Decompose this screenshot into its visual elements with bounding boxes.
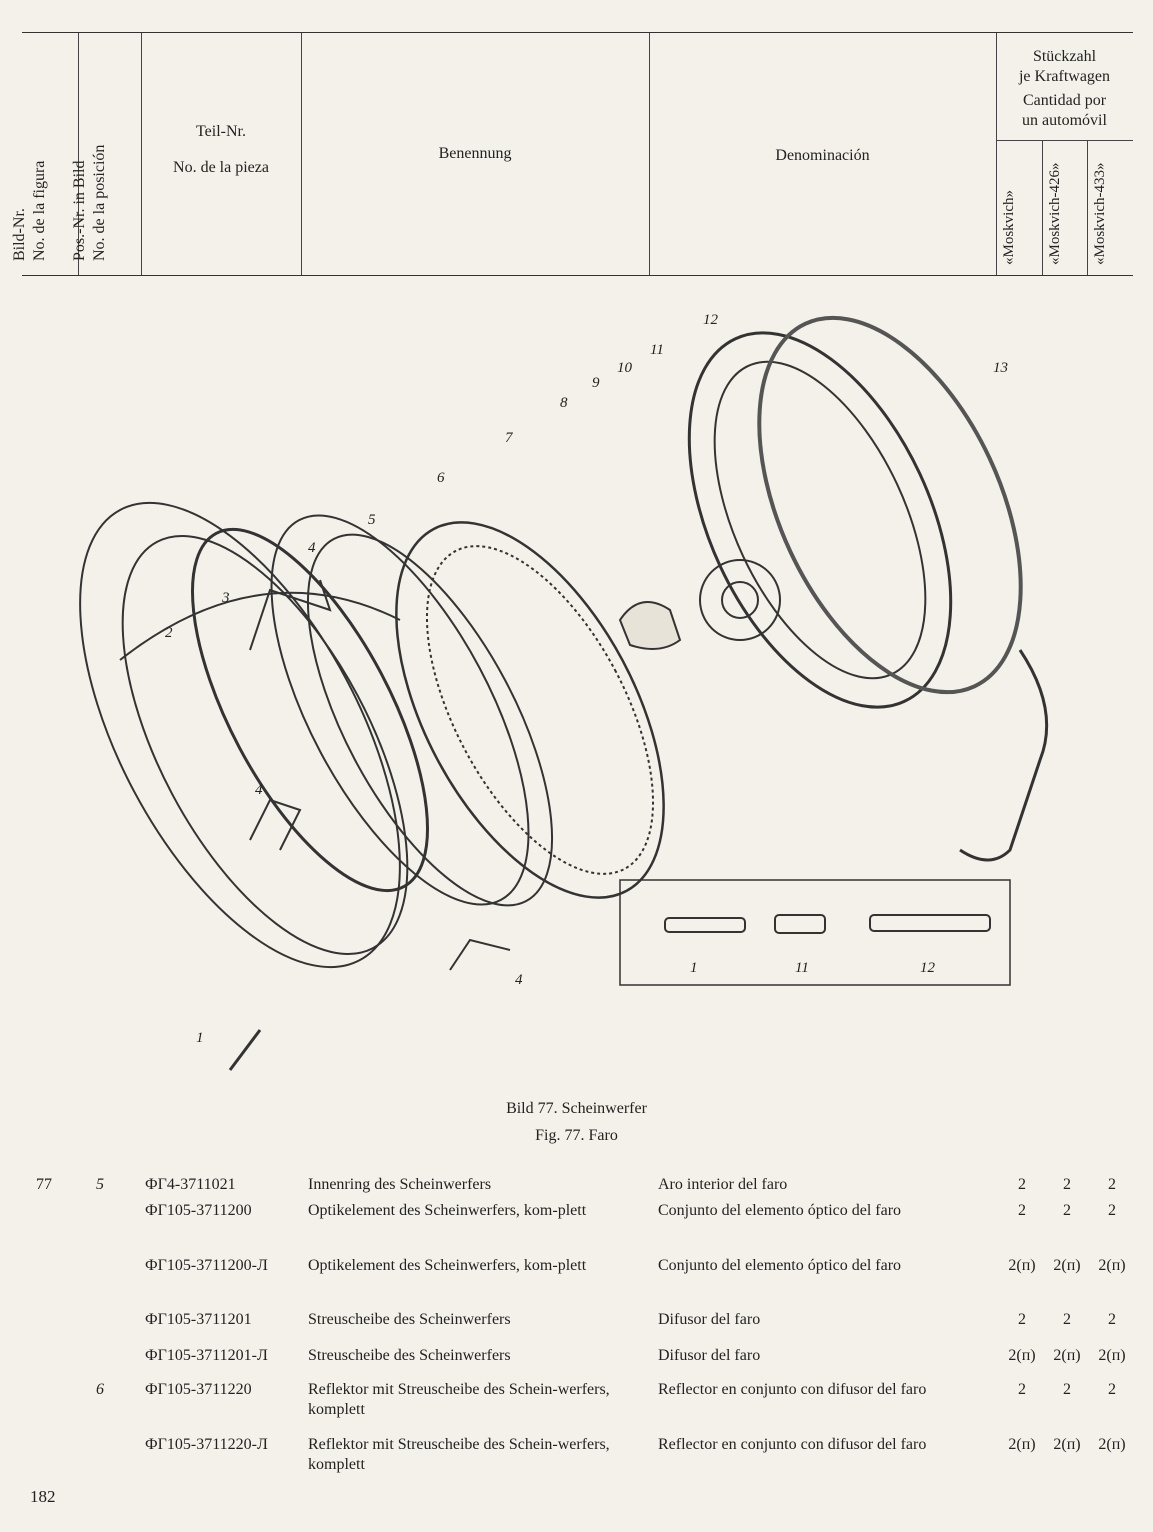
header-col-part-number: Teil-Nr. No. de la pieza	[141, 33, 302, 275]
header-col-quantity: Stückzahl je Kraftwagen Cantidad por un …	[996, 33, 1133, 275]
screw-inset-box	[619, 879, 1011, 986]
callout-13: 13	[993, 360, 1008, 376]
bulb-drawing	[618, 601, 682, 650]
header-col-denominacion: Denominación	[649, 33, 997, 275]
table-header: Bild-Nr.No. de la figura Pos.-Nr. in Bil…	[11, 32, 1133, 276]
model-col-moskvich: «Moskvich»	[996, 141, 1043, 275]
quantity-title: Stückzahl je Kraftwagen Cantidad por un …	[996, 33, 1133, 141]
callout-7: 7	[505, 430, 513, 446]
header-col-figure: Bild-Nr.No. de la figura	[11, 33, 79, 275]
callout-4b: 4	[255, 782, 263, 798]
header-col-benennung: Benennung	[301, 33, 650, 275]
callout-10: 10	[617, 360, 632, 376]
model-col-moskvich-426: «Moskvich-426»	[1042, 141, 1088, 275]
figure-caption-es: Fig. 77. Faro	[535, 1127, 618, 1144]
callout-3: 3	[222, 590, 230, 606]
figure-caption-de: Bild 77. Scheinwerfer	[506, 1100, 647, 1117]
lens-drawing	[395, 521, 665, 899]
model-col-moskvich-433: «Moskvich-433»	[1092, 162, 1108, 266]
callout-4c: 4	[515, 972, 523, 988]
cable-drawing	[959, 649, 1049, 862]
inset-label-1: 1	[690, 960, 698, 976]
inner-ring-drawing	[270, 514, 530, 906]
callout-2: 2	[165, 625, 173, 641]
inset-label-11: 11	[795, 960, 809, 976]
callout-1: 1	[196, 1030, 204, 1046]
ring-drawing	[191, 527, 429, 893]
callout-8: 8	[560, 395, 568, 411]
headlight-exploded-illustration: 1 2 3 4 4 4 5 6 7 8 9 10 11 12 13 1 11 1…	[0, 290, 1153, 1090]
callout-6: 6	[437, 470, 445, 486]
page-number: 182	[30, 1487, 56, 1506]
outer-rim-drawing	[79, 501, 401, 969]
callout-9: 9	[592, 375, 600, 391]
callout-11: 11	[650, 342, 664, 358]
headlight-drawing	[79, 315, 1049, 1071]
callout-5: 5	[368, 512, 376, 528]
inset-label-12: 12	[920, 960, 935, 976]
housing-drawing	[687, 331, 953, 709]
callout-4a: 4	[308, 540, 316, 556]
gasket-drawing	[757, 315, 1023, 695]
callout-12: 12	[703, 312, 718, 328]
